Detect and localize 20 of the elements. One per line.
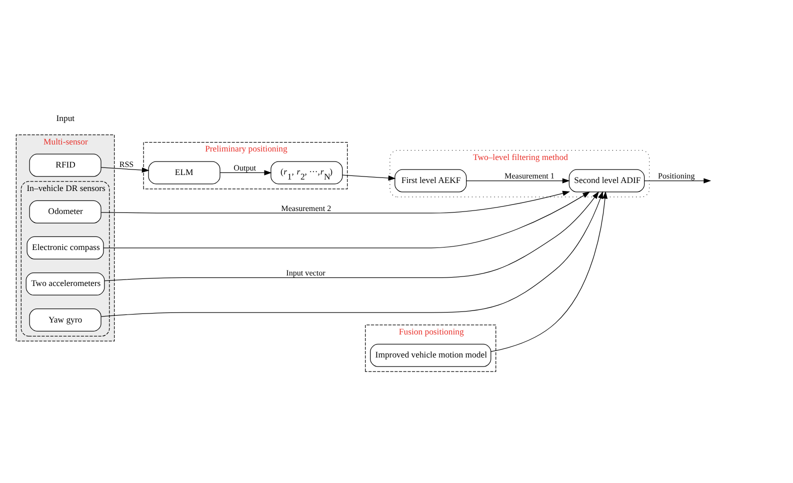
label: Input — [56, 112, 75, 122]
arrow — [100, 166, 150, 172]
node-box: Electronic compass — [26, 236, 104, 259]
node-box: Second level ADIF — [568, 168, 645, 192]
node-box: Two accelerometers — [26, 272, 105, 295]
node-box: RFID — [29, 153, 102, 176]
arrow — [644, 178, 712, 183]
node-box: Improved vehicle motion model — [370, 343, 492, 366]
arrow — [220, 170, 272, 175]
arrow — [342, 174, 396, 180]
arrow — [466, 178, 570, 183]
node-box: Yaw gyro — [29, 308, 102, 331]
arrow — [100, 190, 570, 213]
arrow — [103, 191, 590, 248]
arrow — [490, 190, 608, 352]
arrow — [100, 190, 603, 316]
node-box: Odometer — [29, 200, 102, 223]
node-box: ELM — [148, 160, 220, 184]
arrow — [104, 190, 599, 281]
node-box: First level AEKF — [394, 168, 467, 192]
